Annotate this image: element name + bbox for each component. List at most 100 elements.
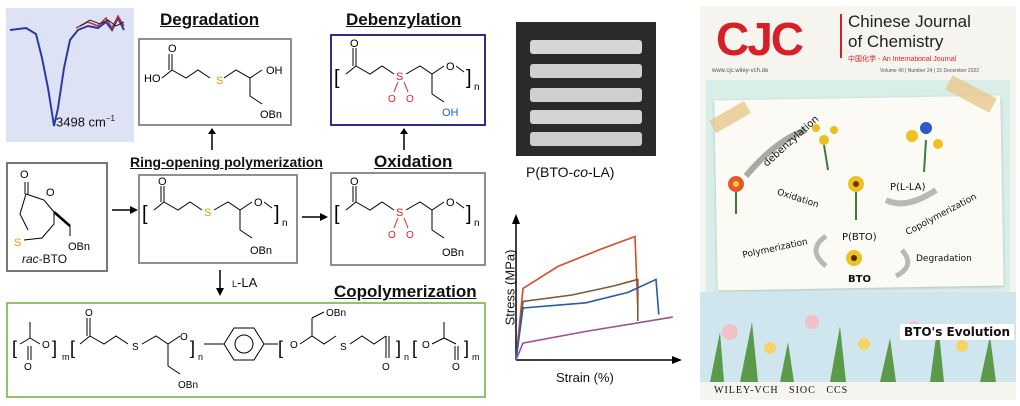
journal-name-1: Chinese Journal: [848, 12, 971, 31]
svg-text:O: O: [254, 197, 263, 209]
arrow-up-debenzylation: [400, 128, 408, 150]
y-axis-label: Stress (MPa): [502, 249, 518, 326]
photo-caption: P(BTO-co-LA): [526, 164, 615, 180]
svg-text:O: O: [406, 94, 414, 105]
svg-text:OBn: OBn: [442, 247, 464, 259]
svg-text:O: O: [20, 169, 29, 181]
svg-text:]: ]: [396, 338, 401, 358]
stress-curve-4: [515, 316, 673, 361]
svg-text:OBn: OBn: [326, 308, 346, 319]
svg-text:O: O: [388, 94, 396, 105]
svg-text:S: S: [396, 71, 403, 83]
degradation-structure-box: HO O S OH OBn: [138, 38, 292, 126]
svg-text:O: O: [180, 332, 188, 343]
cover-publishers: WILEY-VCH SIOC CCS: [714, 385, 849, 396]
pbto-structure-box: [ O S O ] n OBn: [138, 174, 298, 264]
stress-strain-svg: [512, 214, 682, 364]
svg-text:[: [: [70, 338, 75, 358]
svg-text:O: O: [388, 230, 396, 241]
arrow-up-degradation: [208, 128, 216, 150]
sample-photo-panel: P(BTO-co-LA): [492, 8, 676, 208]
svg-text:O: O: [406, 230, 414, 241]
reagent-label: L-LA: [232, 275, 258, 290]
journal-name-2: of Chemistry: [848, 32, 944, 51]
svg-text:S: S: [340, 342, 347, 353]
svg-text:[: [: [278, 338, 283, 358]
svg-text:]: ]: [190, 338, 195, 358]
cover-issue: Volume 40 | Number 24 | 15 December 2022: [880, 68, 980, 74]
stress-curve-2: [515, 278, 639, 361]
svg-text:[: [: [334, 67, 340, 89]
svg-text:OBn: OBn: [68, 241, 90, 253]
svg-text:[: [: [12, 338, 17, 358]
svg-text:O: O: [446, 61, 455, 73]
dogbone-photo: [516, 22, 656, 156]
arrow-right-oxidation: [302, 213, 328, 221]
monomer-label: rac-BTO: [22, 252, 68, 266]
svg-text:S: S: [216, 75, 223, 87]
svg-text:[: [: [142, 203, 148, 225]
svg-text:O: O: [168, 43, 177, 55]
svg-text:]: ]: [466, 203, 472, 225]
ir-spectrum-plot: [9, 14, 125, 127]
cover-url: www.cjc.wiley-vch.de: [712, 68, 769, 74]
cover-garden: BTO's Evolution: [700, 292, 1016, 382]
svg-text:n: n: [198, 352, 203, 362]
monomer-structure-box: O O S OBn rac-BTO: [6, 162, 108, 272]
svg-text:S: S: [14, 237, 21, 249]
svg-text:O: O: [382, 362, 390, 373]
stress-curve-3: [515, 278, 660, 361]
svg-text:]: ]: [464, 338, 469, 358]
debenzylation-structure-box: [ O S O O O ] n OH: [330, 34, 486, 126]
svg-text:OH: OH: [442, 107, 459, 119]
svg-text:S: S: [396, 207, 403, 219]
svg-text:O: O: [46, 187, 55, 199]
debenzylation-title: Debenzylation: [346, 10, 462, 29]
svg-text:n: n: [474, 82, 480, 93]
cover-caption: BTO's Evolution: [900, 324, 1015, 340]
svg-text:O: O: [290, 340, 298, 351]
svg-text:OBn: OBn: [250, 245, 272, 257]
svg-text:O: O: [24, 362, 32, 373]
svg-text:O: O: [350, 176, 359, 188]
svg-text:O: O: [42, 340, 50, 351]
ir-spectrum-panel: 3498 cm−1: [6, 8, 134, 142]
svg-text:]: ]: [52, 338, 57, 358]
svg-text:]: ]: [466, 67, 472, 89]
arrow-down-copolymerization: [216, 270, 224, 296]
svg-text:m: m: [472, 352, 480, 362]
degradation-title: Degradation: [160, 10, 260, 29]
svg-text:O: O: [422, 340, 430, 351]
journal-cover: CJC Chinese Journal of Chemistry 中国化学 - …: [700, 6, 1016, 400]
journal-subtitle: 中国化学 - An International Journal: [848, 56, 957, 63]
svg-text:n: n: [474, 218, 480, 229]
cover-logo: CJC: [716, 13, 804, 65]
svg-text:OH: OH: [266, 65, 283, 77]
x-axis-label: Strain (%): [556, 370, 614, 385]
svg-text:O: O: [85, 308, 93, 319]
svg-text:HO: HO: [144, 73, 161, 85]
flower-icon: [728, 176, 744, 214]
svg-text:OBn: OBn: [260, 109, 282, 121]
svg-text:O: O: [158, 176, 167, 188]
ir-peak-label: 3498 cm−1: [56, 114, 115, 130]
oxidation-structure-box: [ O S O O O ] n OBn: [330, 172, 486, 266]
svg-text:O: O: [446, 197, 455, 209]
copolymerization-title: Copolymerization: [334, 282, 477, 301]
copolymer-structure-box: [ O O ] m [ O S O ] n OBn [ O OBn S: [6, 302, 486, 398]
svg-text:]: ]: [274, 203, 280, 225]
oxidation-title: Oxidation: [374, 152, 453, 171]
svg-text:O: O: [452, 362, 460, 373]
svg-text:n: n: [282, 218, 288, 229]
stress-curve-1: [515, 235, 639, 361]
stress-strain-chart: Stress (MPa) Strain (%): [490, 210, 686, 400]
svg-text:OBn: OBn: [178, 380, 198, 391]
svg-text:O: O: [350, 38, 359, 50]
svg-text:[: [: [334, 203, 340, 225]
svg-text:S: S: [204, 207, 211, 219]
rop-title: Ring-opening polymerization: [130, 154, 323, 170]
svg-text:S: S: [132, 342, 139, 353]
svg-text:n: n: [404, 352, 409, 362]
svg-text:[: [: [412, 338, 417, 358]
svg-text:m: m: [62, 352, 70, 362]
